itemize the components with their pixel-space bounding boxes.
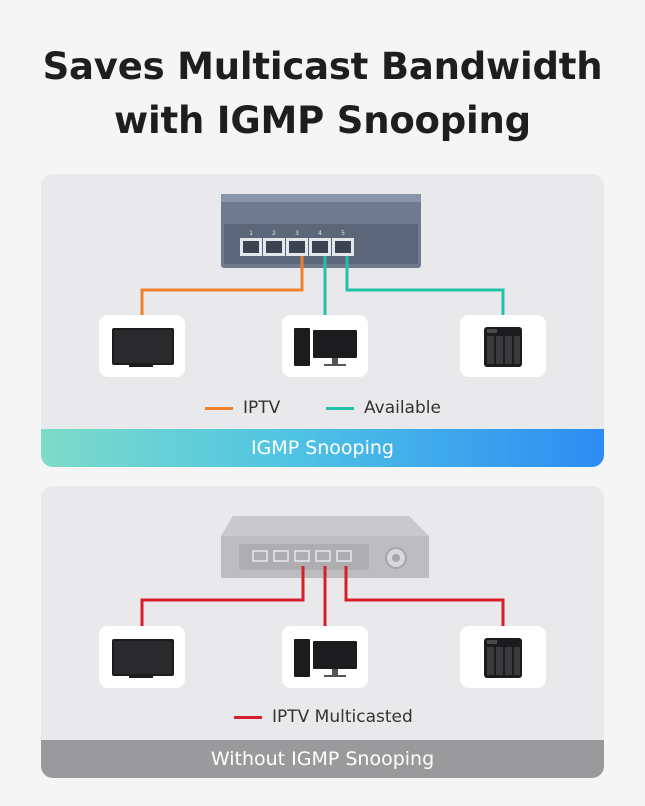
legend-iptv: IPTV: [205, 398, 280, 418]
desktop-card: [282, 626, 368, 688]
legend-iptv-multicasted-swatch: [234, 715, 262, 719]
tv-icon: [112, 328, 174, 367]
without-igmp-snooping-diagram: [140, 516, 505, 626]
nas-server-icon: [484, 327, 522, 367]
switch-ports: [252, 550, 352, 562]
legend-available: Available: [326, 398, 441, 418]
port-number-3: 3: [295, 230, 299, 237]
without-igmp-snooping-panel: IPTV Multicasted Without IGMP Snooping: [41, 486, 604, 778]
iptv-cable: [140, 256, 304, 315]
desktop-computer-icon: [294, 328, 357, 366]
switch-ports: [240, 238, 354, 256]
igmp-snooping-banner: IGMP Snooping: [41, 429, 604, 467]
page-title: Saves Multicast Bandwidth with IGMP Snoo…: [0, 40, 645, 148]
desktop-computer-icon: [294, 639, 357, 677]
nas-card: [460, 626, 546, 688]
multicast-cable-nas: [344, 566, 505, 626]
tv-icon: [112, 639, 174, 678]
legend-iptv-swatch: [205, 406, 233, 410]
without-igmp-snooping-banner: Without IGMP Snooping: [41, 740, 604, 778]
nas-card: [460, 315, 546, 377]
title-line-2: with IGMP Snooping: [114, 99, 531, 142]
legend-iptv-label: IPTV: [243, 398, 281, 418]
igmp-snooping-panel: 1 2 3 4 5: [41, 174, 604, 467]
igmp-snooping-diagram: 1 2 3 4 5: [140, 194, 505, 315]
port-number-1: 1: [249, 230, 253, 237]
nas-server-icon: [484, 638, 522, 678]
legend-iptv-multicasted: IPTV Multicasted: [234, 707, 413, 727]
port-number-2: 2: [272, 230, 276, 237]
tv-card: [99, 315, 185, 377]
network-switch-icon: 1 2 3 4 5: [221, 194, 421, 268]
title-line-1: Saves Multicast Bandwidth: [42, 45, 603, 88]
port-number-4: 4: [318, 230, 322, 237]
port-number-5: 5: [341, 230, 345, 237]
legend-available-swatch: [326, 406, 354, 410]
multicast-cable-tv: [140, 566, 305, 626]
available-cable-nas: [345, 256, 505, 315]
tv-card: [99, 626, 185, 688]
desktop-card: [282, 315, 368, 377]
legend-iptv-multicasted-label: IPTV Multicasted: [272, 707, 413, 727]
legend-available-label: Available: [364, 398, 441, 418]
